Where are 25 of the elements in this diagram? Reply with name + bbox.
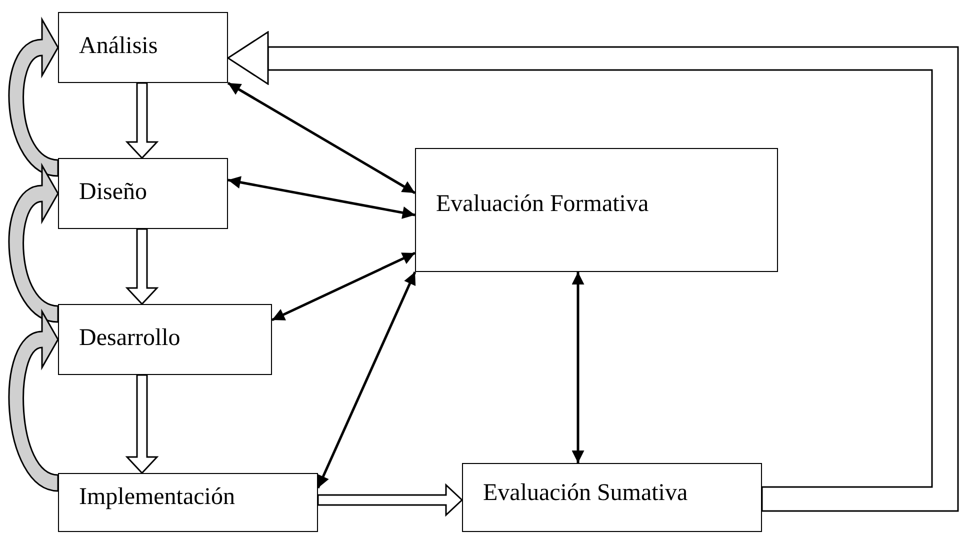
double-headed-arrow bbox=[572, 272, 584, 463]
block-arrow bbox=[125, 374, 159, 474]
block-arrow bbox=[125, 228, 159, 306]
process-box bbox=[58, 158, 228, 229]
node-label: Desarrollo bbox=[79, 325, 180, 352]
process-box bbox=[462, 463, 762, 532]
double-headed-arrow bbox=[316, 271, 416, 489]
process-box bbox=[58, 304, 272, 375]
curved-arrow bbox=[8, 310, 59, 492]
block-arrow bbox=[317, 483, 464, 517]
curved-arrow bbox=[8, 164, 59, 323]
double-headed-arrow bbox=[228, 176, 416, 219]
feedback-block-arrow bbox=[227, 31, 959, 512]
double-headed-arrow bbox=[271, 252, 416, 322]
node-label: Evaluación Formativa bbox=[436, 191, 649, 218]
node-label: Evaluación Sumativa bbox=[483, 480, 688, 507]
node-label: Análisis bbox=[79, 33, 158, 60]
double-headed-arrow bbox=[227, 82, 416, 194]
process-box bbox=[415, 148, 778, 272]
block-arrow bbox=[125, 82, 159, 160]
node-label: Diseño bbox=[79, 179, 147, 206]
node-label: Implementación bbox=[79, 484, 235, 511]
curved-arrow bbox=[8, 18, 59, 177]
process-box bbox=[58, 12, 228, 83]
process-box bbox=[58, 473, 318, 532]
